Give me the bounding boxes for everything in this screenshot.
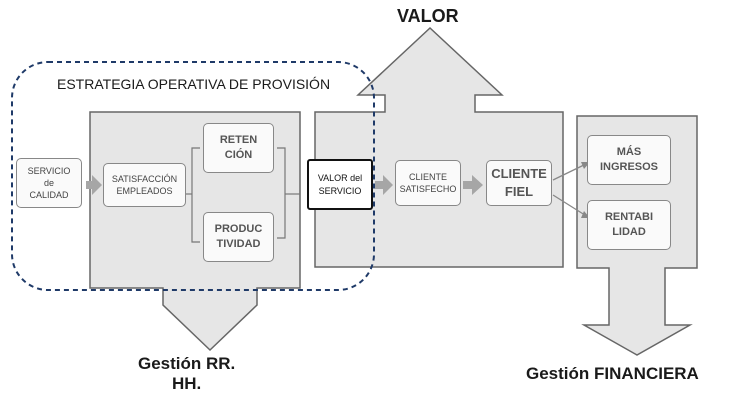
left-bracket (191, 147, 200, 243)
gestion-rrhh-label: Gestión RR. HH. (138, 354, 236, 393)
retencion-box: RETEN CIÓN (203, 123, 274, 173)
right-bracket (277, 147, 286, 239)
cliente-satisfecho-box: CLIENTE SATISFECHO (395, 160, 461, 206)
arrow-calidad-to-satisfaccion (86, 175, 102, 195)
strategy-dashed-outline (11, 61, 375, 291)
mas-ingresos-box: MÁS INGRESOS (587, 135, 671, 185)
arrow-fiel-to-ingresos (552, 162, 589, 181)
valor-servicio-box: VALOR del SERVICIO (307, 159, 373, 210)
gestion-financiera-label: Gestión FINANCIERA (526, 364, 699, 383)
valor-title: VALOR (397, 6, 459, 26)
strategy-label: ESTRATEGIA OPERATIVA DE PROVISIÓN (57, 76, 331, 92)
productividad-box: PRODUC TIVIDAD (203, 212, 274, 262)
rentabilidad-box: RENTABI LIDAD (587, 200, 671, 250)
valor-panel-arrow (314, 26, 564, 268)
servicio-calidad-box: SERVICIO de CALIDAD (16, 158, 82, 208)
satisfaccion-empleados-box: SATISFACCIÓN EMPLEADOS (103, 163, 186, 207)
arrow-valor-to-satisfecho (375, 175, 393, 195)
cliente-fiel-box: CLIENTE FIEL (486, 160, 552, 206)
arrow-fiel-to-rentabilidad (552, 194, 589, 218)
arrow-satisfecho-to-fiel (463, 175, 483, 195)
